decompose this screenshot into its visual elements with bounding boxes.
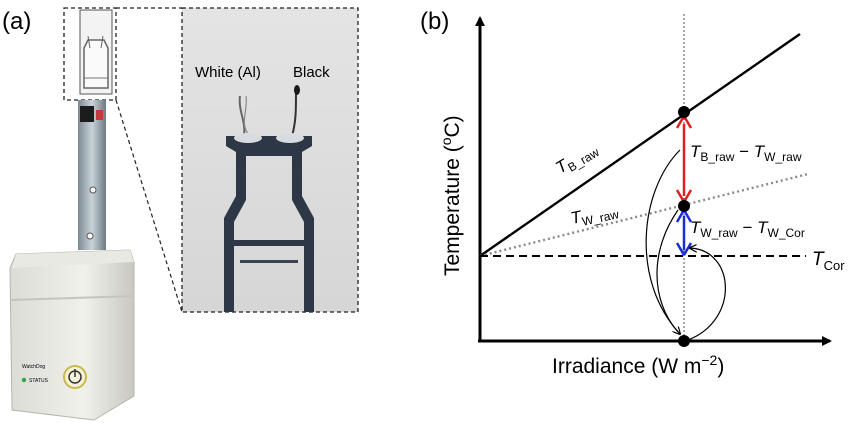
irradiance-point	[678, 335, 690, 347]
data-logger: WatchDog STATUS	[9, 249, 135, 421]
curve-to-corrected-point	[687, 248, 726, 341]
black-sensor-point	[678, 106, 690, 118]
black-white-difference-arrow	[675, 115, 693, 203]
sensor-label-black: Black	[293, 64, 330, 81]
curve-from-black-point	[645, 149, 680, 334]
white-correction-arrow	[675, 209, 693, 256]
panel-a: (a)	[2, 7, 359, 421]
upper-difference-label: TB_raw − TW_raw	[690, 142, 802, 164]
white-line-label: TW_raw	[569, 199, 621, 231]
logger-status: STATUS	[29, 378, 49, 384]
power-icon	[63, 365, 87, 389]
y-axis-label: Temperature (oC)	[438, 115, 464, 276]
sensor-label-white: White (Al)	[195, 64, 261, 81]
x-axis-label: Irradiance (W m−2)	[552, 352, 724, 378]
panel-a-label: (a)	[2, 8, 31, 35]
curve-from-white-point	[656, 209, 679, 333]
white-sensor-point	[678, 200, 690, 212]
black-sensor-line	[479, 33, 801, 257]
black-line-label: TB_raw	[552, 138, 602, 180]
panel-b: (b) Temperature (oC) Irradiance (W m−2) …	[420, 8, 845, 378]
logger-brand: WatchDog	[22, 364, 45, 370]
closeup-photo: White (Al) Black	[181, 7, 359, 313]
zoom-line-bottom	[115, 99, 183, 313]
lower-difference-label: TW_raw − TW_Cor	[690, 218, 805, 240]
status-led	[21, 377, 27, 383]
panel-b-label: (b)	[420, 8, 449, 35]
white-sensor-line	[479, 172, 809, 258]
sensor-stem	[78, 100, 106, 250]
sensor-head	[79, 9, 113, 95]
corrected-line-label: TCor	[812, 249, 845, 273]
